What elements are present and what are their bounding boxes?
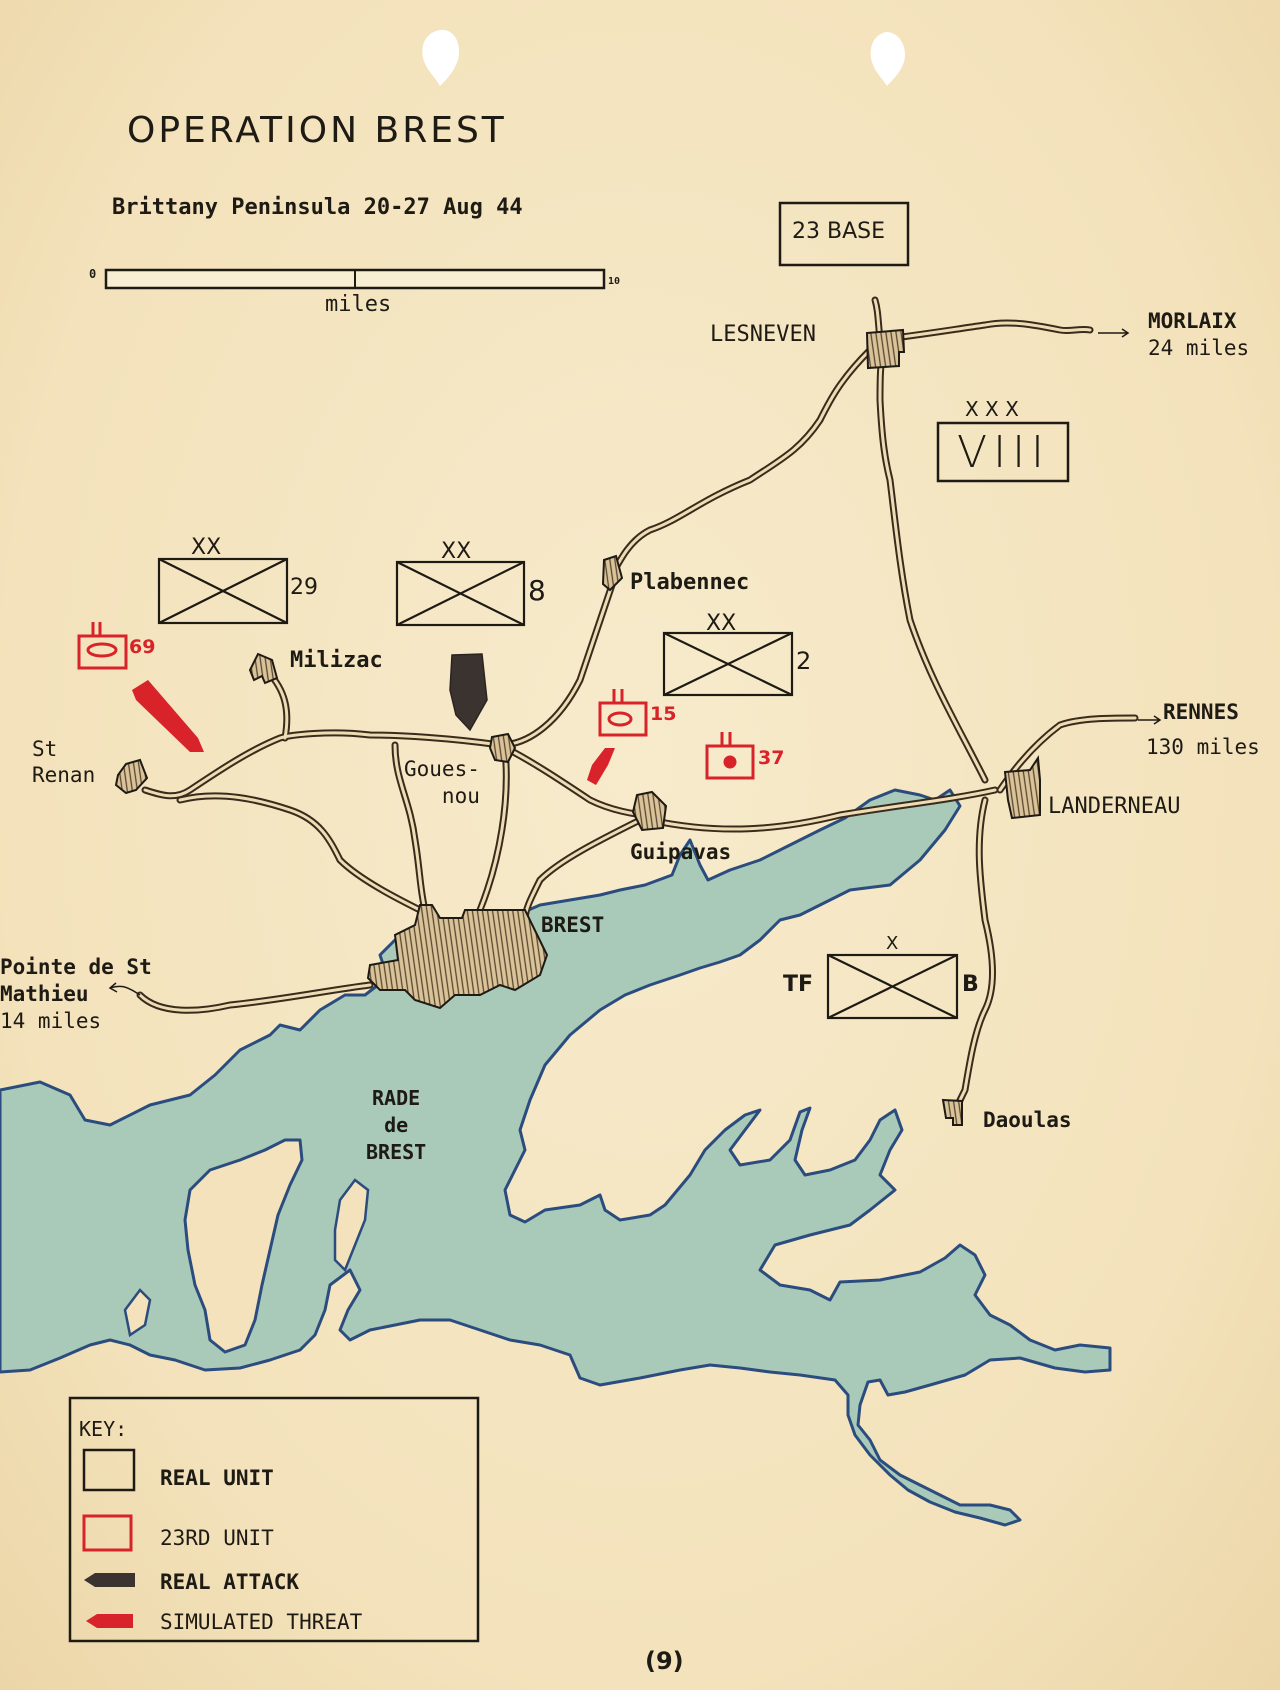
destination-rennes-name: RENNES <box>1163 700 1239 724</box>
task-force-echelon: X <box>886 933 899 954</box>
division-8-label: 8 <box>528 574 546 607</box>
division-29-echelon: XX <box>191 535 222 560</box>
scale-bar <box>104 268 606 290</box>
unit-37-label: 37 <box>758 747 785 769</box>
scale-unit-label: miles <box>325 292 392 317</box>
town-landerneau-symbol <box>1003 755 1041 820</box>
town-plabennec-label: Plabennec <box>630 570 750 595</box>
page-title: OPERATION BREST <box>127 110 507 151</box>
key-real-unit-swatch <box>82 1448 136 1492</box>
division-8-symbol <box>395 560 526 627</box>
town-lesneven-symbol <box>865 328 906 370</box>
unit-15-tank-symbol <box>598 689 648 737</box>
division-29-symbol <box>157 557 289 625</box>
corps-label: VIII <box>957 427 1051 478</box>
simulated-threat-arrow-center <box>587 748 615 785</box>
town-landerneau-label: LANDERNEAU <box>1048 794 1181 819</box>
key-box-frame <box>68 1396 480 1643</box>
key-item-real-attack: REAL ATTACK <box>160 1570 300 1594</box>
key-simulated-threat-swatch <box>86 1614 133 1628</box>
destination-arrows <box>108 328 1162 996</box>
key-real-attack-swatch <box>84 1573 135 1587</box>
simulated-unit-symbols <box>77 622 755 780</box>
simulated-threat-arrow-west <box>132 680 204 752</box>
unit-69-tank-symbol <box>77 622 128 670</box>
town-gouesnou-label: Goues- nou <box>404 757 480 808</box>
town-brest-symbol <box>366 904 549 1010</box>
town-strenan-symbol <box>114 758 149 795</box>
town-gouesnou-symbol <box>488 732 517 764</box>
real-unit-boxes <box>157 557 959 1020</box>
page-subtitle: Brittany Peninsula 20-27 Aug 44 <box>112 195 523 220</box>
scale-end-label: 10 <box>608 276 621 287</box>
base-label: 23 BASE <box>792 219 885 244</box>
task-force-prefix: TF <box>783 972 814 997</box>
division-2-label: 2 <box>796 647 812 675</box>
division-2-echelon: XX <box>706 611 737 636</box>
town-lesneven-label: LESNEVEN <box>710 322 816 347</box>
corps-echelon-label: X X X <box>965 397 1019 421</box>
unit-15-label: 15 <box>650 703 677 725</box>
destination-morlaix-name: MORLAIX <box>1148 309 1237 333</box>
water-label: RADE de BREST <box>366 1086 427 1164</box>
task-force-b-symbol <box>826 953 959 1020</box>
division-2-symbol <box>662 631 794 697</box>
key-title: KEY: <box>79 1417 128 1441</box>
division-8-echelon: XX <box>441 539 472 564</box>
rade-de-brest-water <box>0 788 1112 1527</box>
destination-pointe-st-mathieu-distance: 14 miles <box>0 1009 102 1033</box>
unit-69-label: 69 <box>129 636 156 658</box>
destination-rennes-distance: 130 miles <box>1146 735 1260 759</box>
corps-viii-box <box>936 421 1070 483</box>
town-symbols <box>114 328 1041 1126</box>
real-attack-arrow <box>449 653 488 732</box>
unit-37-artillery-symbol <box>705 732 755 780</box>
town-plabennec-symbol <box>601 554 624 592</box>
key-item-simulated-threat: SIMULATED THREAT <box>160 1610 363 1634</box>
division-29-label: 29 <box>290 575 318 600</box>
town-milizac-label: Milizac <box>290 648 383 673</box>
key-item-23rd-unit: 23RD UNIT <box>160 1526 274 1550</box>
hole-punches <box>422 29 906 86</box>
key-23rd-unit-swatch <box>82 1514 133 1552</box>
road-network <box>136 296 1139 1119</box>
destination-pointe-st-mathieu-name: Pointe de St Mathieu <box>0 955 152 1006</box>
task-force-label: B <box>962 972 979 997</box>
page-number: (9) <box>645 1647 684 1675</box>
destination-morlaix-distance: 24 miles <box>1148 336 1250 360</box>
town-milizac-symbol <box>248 652 279 685</box>
town-strenan-label: St Renan <box>32 737 96 787</box>
key-item-real-unit: REAL UNIT <box>160 1466 274 1490</box>
town-brest-label: BREST <box>541 913 605 937</box>
town-daoulas-label: Daoulas <box>983 1108 1072 1132</box>
scale-start-label: 0 <box>89 267 97 281</box>
town-daoulas-symbol <box>941 1098 963 1126</box>
town-guipavas-symbol <box>631 790 668 832</box>
town-guipavas-label: Guipavas <box>630 840 732 864</box>
base-box <box>778 201 910 267</box>
